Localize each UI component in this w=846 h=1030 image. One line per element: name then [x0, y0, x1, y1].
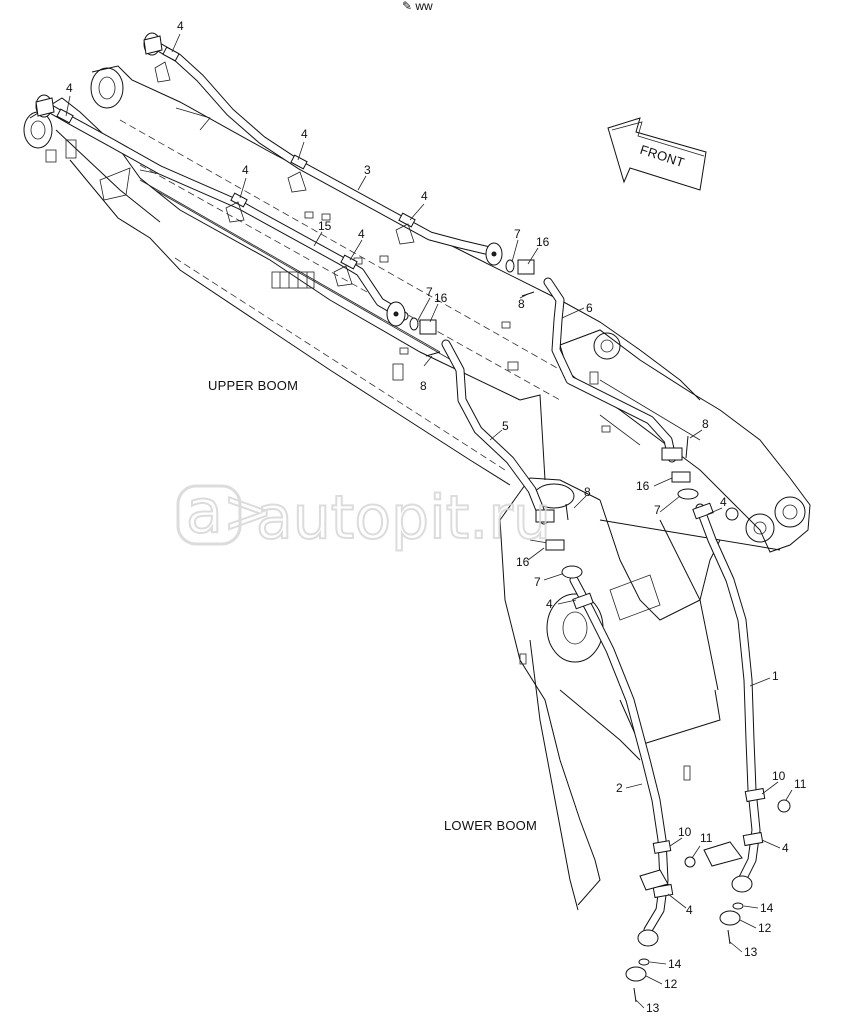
callout-13: 13 [646, 1001, 660, 1015]
bolt-8d [565, 503, 569, 521]
fastener-details [271, 211, 611, 433]
callout-11: 11 [794, 777, 807, 791]
split-flange-16b [419, 319, 437, 335]
fitting-6-end [661, 447, 683, 461]
callout-7: 7 [654, 503, 661, 517]
callout-12: 12 [758, 921, 772, 935]
flange-2-end [637, 929, 659, 947]
clamp-4d [230, 192, 248, 208]
callout-10: 10 [678, 825, 692, 839]
callout-3: 3 [364, 163, 371, 177]
split-flange-16a [517, 259, 535, 275]
watermark-logo: a> [186, 477, 273, 547]
callout-7: 7 [514, 227, 521, 241]
oring-7c [677, 488, 699, 500]
callout-4: 4 [242, 163, 249, 177]
bracket-lower-2 [639, 869, 669, 891]
front-label: FRONT [638, 142, 686, 170]
callout-4: 4 [358, 227, 365, 241]
callout-5: 5 [502, 419, 509, 433]
callout-4: 4 [686, 903, 693, 917]
callout-16: 16 [636, 479, 650, 493]
callout-4: 4 [546, 597, 553, 611]
callout-numbers: 4 4 4 4 4 4 3 15 7 16 6 8 7 16 8 5 8 8 1… [66, 19, 807, 1015]
cap-11a [777, 799, 791, 813]
clamp-4g [692, 502, 714, 520]
flange-mid-pipe15 [386, 301, 406, 327]
clamp-10a [744, 787, 766, 803]
callout-4: 4 [301, 127, 308, 141]
clamp-4h [572, 592, 594, 610]
callout-11: 11 [700, 831, 713, 845]
fitting-5-end [535, 509, 555, 523]
leader-lines [65, 33, 793, 1009]
oring-7a [505, 259, 515, 273]
split-flange-12b [625, 966, 647, 982]
clamp-4a [162, 46, 180, 62]
callout-8: 8 [420, 379, 427, 393]
callout-4: 4 [66, 81, 73, 95]
bracket-d [395, 223, 415, 245]
bolt-13a [727, 929, 731, 945]
callout-2: 2 [616, 781, 623, 795]
bracket-a [154, 61, 171, 83]
cap-11b [684, 856, 696, 868]
callout-15: 15 [318, 219, 332, 233]
callout-13: 13 [744, 945, 758, 959]
callout-16: 16 [536, 235, 550, 249]
oring-7b [409, 317, 419, 331]
callout-4: 4 [421, 189, 428, 203]
watermark: a> autopit.ru [176, 476, 552, 554]
clamps-and-flanges [35, 32, 791, 1003]
bracket-e [333, 265, 353, 287]
flange-mid-pipe3 [485, 242, 503, 266]
watermark-logo-frame [176, 484, 242, 546]
callout-16: 16 [516, 555, 530, 569]
clamp-4e [398, 212, 416, 228]
flange-top-pipe15 [35, 94, 55, 118]
callout-7: 7 [426, 285, 433, 299]
callout-12: 12 [664, 977, 678, 991]
header-mark: ✎ ww [402, 0, 433, 13]
split-flange-16d [545, 539, 565, 551]
clamp-4i [742, 831, 764, 847]
callout-4: 4 [782, 841, 789, 855]
bolt-8b [425, 351, 441, 357]
flange-1-end [731, 875, 753, 893]
bracket-lower-1 [703, 841, 743, 867]
split-flange-12a [719, 910, 741, 926]
lower-boom-label: LOWER BOOM [444, 818, 537, 833]
upper-boom-label: UPPER BOOM [208, 378, 298, 393]
callout-4: 4 [177, 19, 184, 33]
callout-10: 10 [772, 769, 786, 783]
split-flange-16c [671, 471, 691, 483]
callout-6: 6 [586, 301, 593, 315]
bracket-c [225, 201, 245, 223]
front-arrow: FRONT [607, 117, 707, 191]
clamp-10b [652, 840, 672, 854]
callout-16: 16 [434, 291, 448, 305]
grease-fitting-block [271, 271, 315, 289]
callout-7: 7 [534, 575, 541, 589]
callout-1: 1 [772, 669, 779, 683]
callout-8: 8 [518, 297, 525, 311]
clamp-4b [56, 108, 74, 124]
bolt-13b [633, 987, 637, 1003]
callout-14: 14 [760, 901, 774, 915]
oring-14a [732, 902, 744, 910]
oring-14b [638, 958, 650, 966]
bolt-8c [685, 435, 689, 459]
watermark-text: autopit.ru [256, 483, 551, 553]
callout-8: 8 [584, 485, 591, 499]
callout-14: 14 [668, 957, 682, 971]
oring-7d [561, 565, 583, 579]
callout-8: 8 [702, 417, 709, 431]
boom-structure [23, 65, 811, 911]
bracket-b [287, 171, 307, 193]
flange-top-pipe3 [143, 32, 163, 56]
clamp-4c [290, 154, 308, 170]
callout-4: 4 [720, 495, 727, 509]
